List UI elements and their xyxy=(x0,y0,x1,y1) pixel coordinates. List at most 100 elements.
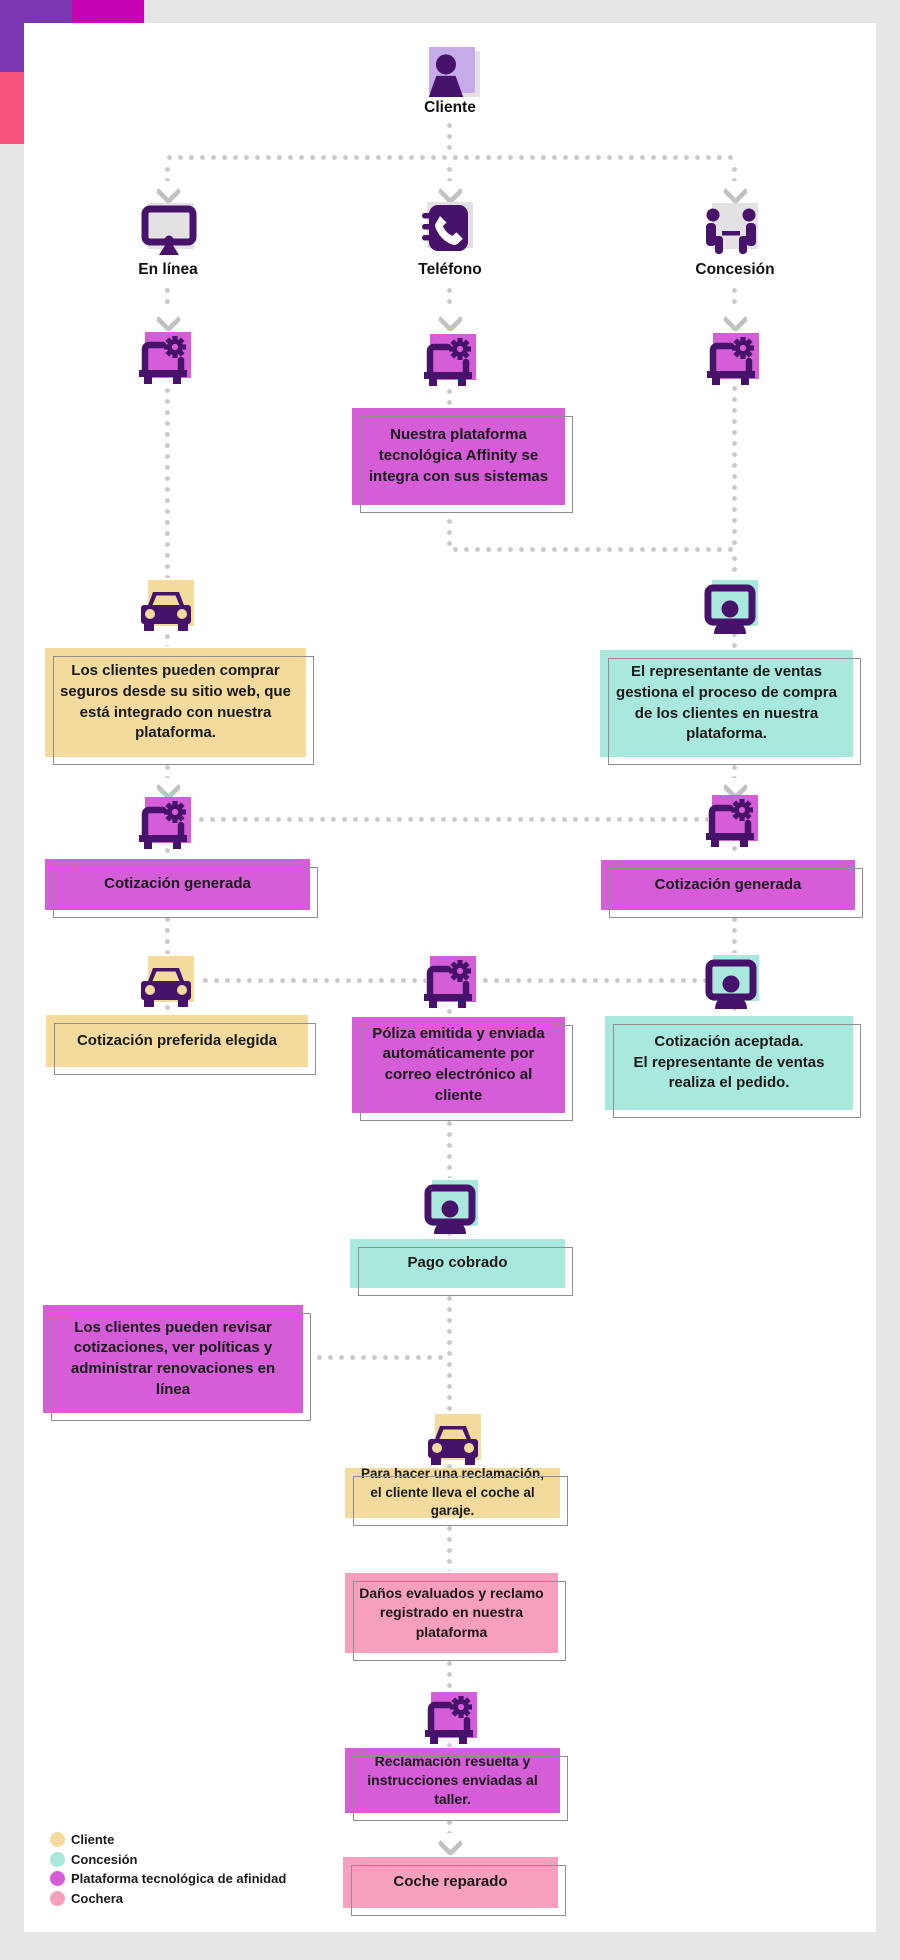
car-icon xyxy=(141,592,191,631)
connector xyxy=(165,1002,170,1013)
note-text: Para hacer una reclamación, el cliente l… xyxy=(360,1466,545,1519)
note-text: Cotización generada xyxy=(654,875,802,893)
legend-item: Concesión xyxy=(50,1851,286,1867)
note-text: Nuestra plataforma tecnológica Affinity … xyxy=(368,426,549,485)
note-preferred-quote: Cotización preferida elegida xyxy=(46,1015,316,1075)
note-rep-manages: El representante de ventas gestiona el p… xyxy=(600,650,861,765)
connector xyxy=(732,383,737,547)
phonebook-icon xyxy=(422,205,468,251)
note-quote-accepted: Cotización aceptada. El representante de… xyxy=(605,1016,861,1118)
note-text: Cotización generada xyxy=(104,875,251,893)
laptop-gear-icon xyxy=(139,336,187,384)
legend-item: Plataforma tecnológica de afinidad xyxy=(50,1871,286,1886)
connector xyxy=(447,164,452,181)
note-text: Cotización aceptada. xyxy=(654,1032,804,1050)
note-text: Los clientes pueden comprar seguros desd… xyxy=(60,662,291,742)
monitor-person-icon xyxy=(705,959,757,1009)
corner-bar-magenta xyxy=(72,0,144,23)
legend-item: Cochera xyxy=(50,1890,286,1906)
laptop-gear-icon xyxy=(422,336,474,386)
note-quote-generated-right: Cotización generada xyxy=(601,860,863,918)
concesion-label: Concesión xyxy=(695,261,775,278)
note-text: El representante de ventas gestiona el p… xyxy=(616,663,837,743)
note-text: Póliza emitida y enviada automáticamente… xyxy=(372,1024,545,1104)
laptop-gear-icon xyxy=(422,958,474,1008)
connector xyxy=(732,553,737,578)
legend-dot-concesion xyxy=(50,1851,65,1867)
note-online-selfservice: Los clientes pueden revisar cotizaciones… xyxy=(43,1305,311,1421)
note-claim-garage: Para hacer una reclamación, el cliente l… xyxy=(345,1466,568,1526)
connector xyxy=(447,120,452,156)
connector xyxy=(200,978,426,983)
connector xyxy=(732,164,737,181)
connector xyxy=(196,817,708,822)
connector xyxy=(165,845,170,857)
note-web-purchase: Los clientes pueden comprar seguros desd… xyxy=(45,648,314,765)
legend-label: Concesión xyxy=(71,1851,138,1867)
telefono-label: Teléfono xyxy=(418,261,482,278)
note-text: Coche reparado xyxy=(393,1873,508,1891)
legend-dot-cliente xyxy=(50,1832,65,1847)
connector xyxy=(447,1658,452,1690)
person-icon xyxy=(428,54,464,97)
connector xyxy=(165,385,170,578)
connector xyxy=(165,914,170,954)
note-text: Cotización preferida elegida xyxy=(76,1031,278,1049)
laptop-gear-icon xyxy=(704,797,756,847)
connector xyxy=(447,1817,452,1833)
monitor-person-icon xyxy=(424,1184,476,1234)
note-text: Los clientes pueden revisar cotizaciones… xyxy=(70,1318,276,1398)
legend-item: Cliente xyxy=(50,1832,286,1847)
car-icon xyxy=(428,1426,478,1465)
connector xyxy=(314,1355,447,1360)
note-text: El representante de ventas realiza el pe… xyxy=(633,1053,825,1092)
meeting-icon xyxy=(706,208,756,254)
legend: Cliente Concesión Plataforma tecnológica… xyxy=(50,1832,286,1906)
note-affinity: Nuestra plataforma tecnológica Affinity … xyxy=(352,408,573,513)
connector xyxy=(447,285,452,309)
note-payment-collected: Pago cobrado xyxy=(350,1239,573,1296)
car-icon xyxy=(141,968,191,1007)
laptop-gear-icon xyxy=(137,799,189,849)
legend-label: Cochera xyxy=(71,1890,124,1906)
connector xyxy=(447,1293,452,1412)
connector xyxy=(447,1461,452,1468)
note-claim-resolved: Reclamación resuelta y instrucciones env… xyxy=(345,1748,568,1821)
legend-dot-cochera xyxy=(50,1890,65,1906)
connector xyxy=(732,914,737,953)
legend-label: Cliente xyxy=(71,1832,115,1847)
connector xyxy=(164,155,736,160)
legend-dot-plataforma xyxy=(50,1871,65,1886)
note-text: Pago cobrado xyxy=(407,1254,508,1272)
note-policy-emailed: Póliza emitida y enviada automáticamente… xyxy=(352,1017,573,1121)
connector xyxy=(165,164,170,181)
note-car-repaired: Coche reparado xyxy=(343,1857,566,1916)
connector xyxy=(732,285,737,309)
note-quote-generated-left: Cotización generada xyxy=(45,859,318,918)
note-damages-assessed: Daños evaluados y reclamo registrado en … xyxy=(345,1573,566,1661)
corner-bar-pink xyxy=(0,72,24,144)
connector xyxy=(732,629,737,648)
connector xyxy=(165,285,170,309)
laptop-gear-icon xyxy=(705,335,757,385)
monitor-icon xyxy=(141,205,197,255)
connector xyxy=(480,978,708,983)
connector xyxy=(447,1118,452,1178)
connector xyxy=(447,1523,452,1571)
connector xyxy=(447,1006,452,1015)
corner-bar-purple-side xyxy=(0,0,24,72)
connector xyxy=(450,547,734,552)
laptop-gear-icon xyxy=(423,1694,475,1744)
connector xyxy=(447,516,452,549)
note-text: Daños evaluados y reclamo registrado en … xyxy=(359,1585,544,1640)
connector xyxy=(165,631,170,646)
note-text: Reclamación resuelta y instrucciones env… xyxy=(367,1752,538,1808)
connector xyxy=(447,1740,452,1747)
legend-label: Plataforma tecnológica de afinidad xyxy=(71,1871,287,1886)
en-linea-label: En línea xyxy=(138,261,198,278)
connector xyxy=(165,762,170,778)
monitor-person-icon xyxy=(704,584,756,634)
cliente-label: Cliente xyxy=(424,99,476,116)
connector xyxy=(732,762,737,778)
